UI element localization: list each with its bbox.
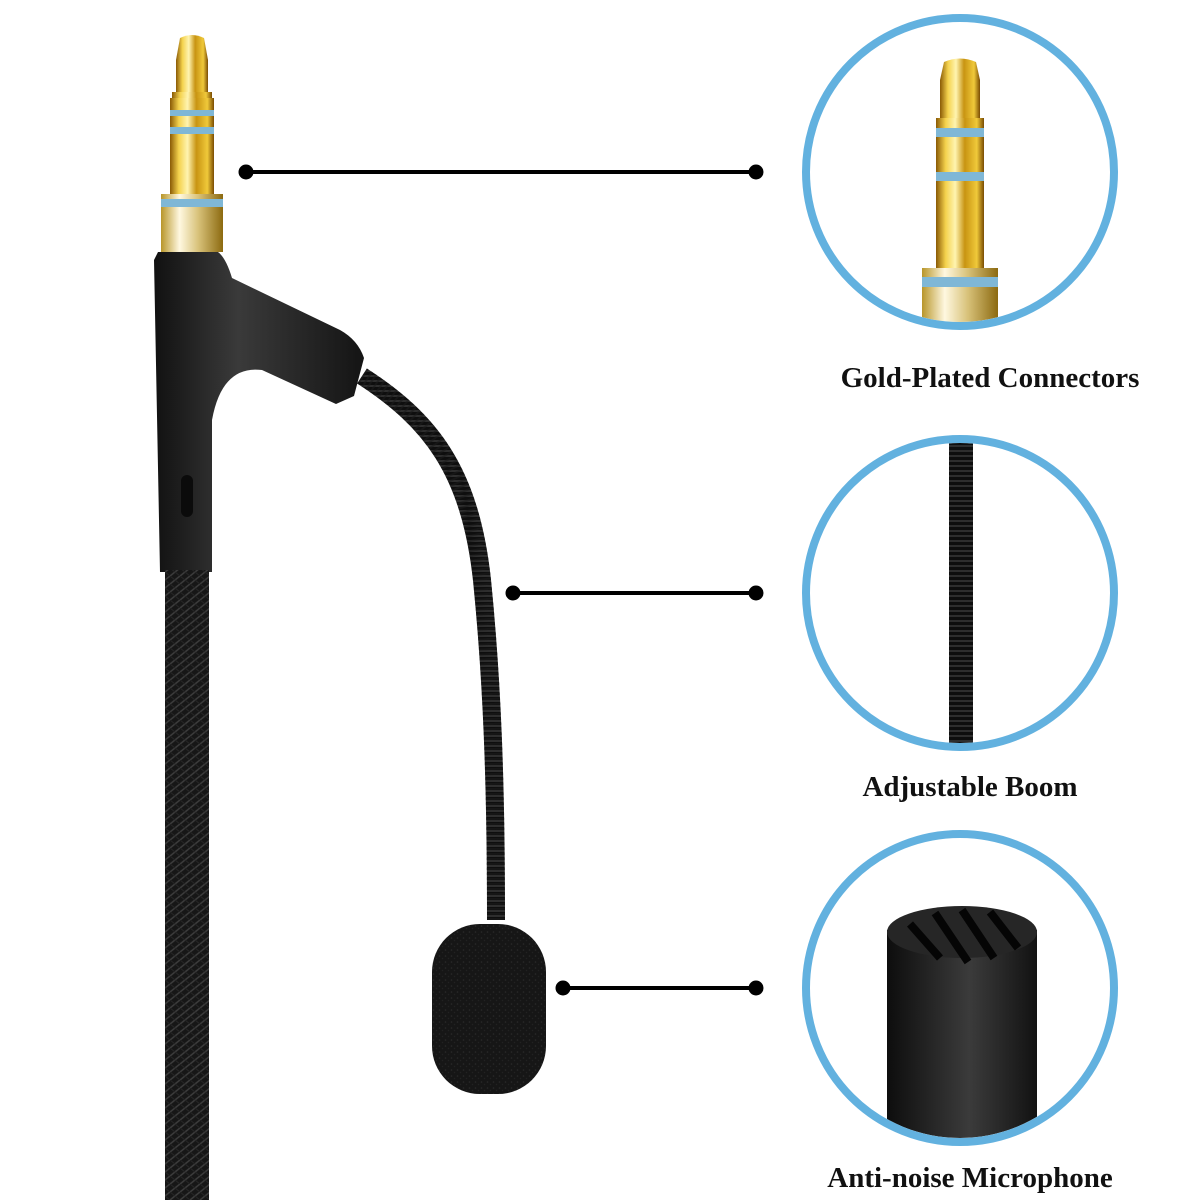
pointer-line-connector	[238, 164, 764, 180]
feature-label-microphone: Anti-noise Microphone	[827, 1162, 1113, 1194]
detail-circle-connector	[802, 14, 1118, 330]
audio-jack-plug	[161, 35, 223, 252]
pointer-line-boom	[505, 585, 764, 601]
gooseneck-boom	[357, 368, 505, 921]
detail-circle-microphone	[802, 830, 1118, 1146]
detail-circle-boom	[802, 435, 1118, 751]
pointer-line-microphone	[555, 980, 764, 996]
foam-windscreen	[432, 924, 546, 1094]
y-splitter-housing	[154, 252, 364, 572]
braided-cable	[165, 570, 209, 1200]
feature-label-boom: Adjustable Boom	[862, 771, 1078, 803]
feature-label-connectors: Gold-Plated Connectors	[840, 362, 1140, 394]
